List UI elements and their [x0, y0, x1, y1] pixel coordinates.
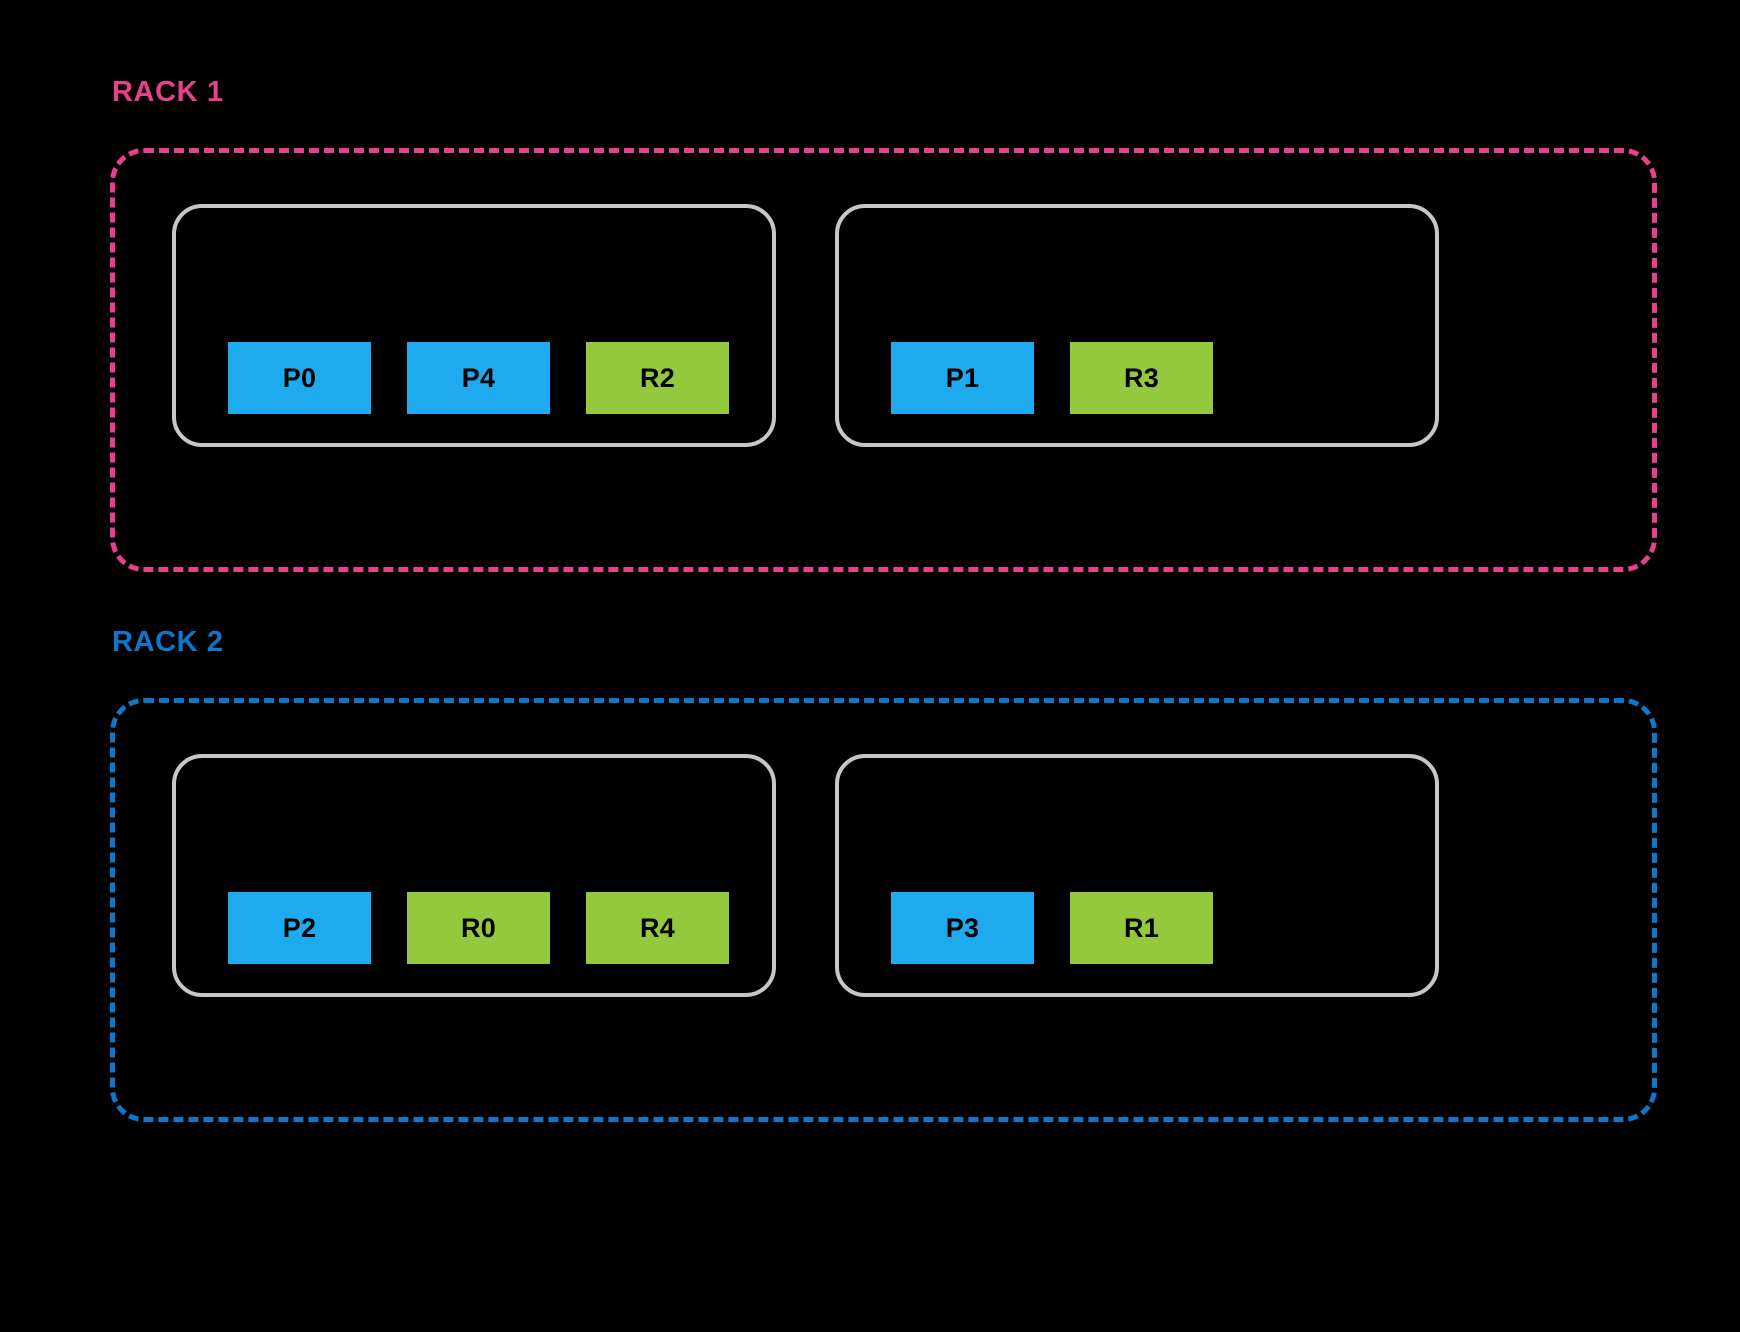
rack-group-1: RACK 1 P0 P4 R2 P1 R3 — [110, 78, 1657, 578]
rack-boundary-2: P2 R0 R4 P3 R1 — [110, 698, 1657, 1122]
node-container-1: P0 P4 R2 — [172, 204, 776, 447]
rack-group-2: RACK 2 P2 R0 R4 P3 R1 — [110, 628, 1657, 1128]
chip-r2[interactable]: R2 — [586, 342, 729, 414]
chip-p3[interactable]: P3 — [891, 892, 1034, 964]
rack-boundary-1: P0 P4 R2 P1 R3 — [110, 148, 1657, 572]
chip-p1[interactable]: P1 — [891, 342, 1034, 414]
chip-p2[interactable]: P2 — [228, 892, 371, 964]
node-container-2: P1 R3 — [835, 204, 1439, 447]
chip-r4[interactable]: R4 — [586, 892, 729, 964]
chip-row-4: P3 R1 — [891, 892, 1213, 964]
node-container-3: P2 R0 R4 — [172, 754, 776, 997]
chip-r0[interactable]: R0 — [407, 892, 550, 964]
chip-row-3: P2 R0 R4 — [228, 892, 729, 964]
rack-label-2: RACK 2 — [112, 626, 224, 658]
chip-r3[interactable]: R3 — [1070, 342, 1213, 414]
chip-row-1: P0 P4 R2 — [228, 342, 729, 414]
chip-p4[interactable]: P4 — [407, 342, 550, 414]
chip-p0[interactable]: P0 — [228, 342, 371, 414]
chip-row-2: P1 R3 — [891, 342, 1213, 414]
node-container-4: P3 R1 — [835, 754, 1439, 997]
chip-r1[interactable]: R1 — [1070, 892, 1213, 964]
rack-label-1: RACK 1 — [112, 76, 224, 108]
